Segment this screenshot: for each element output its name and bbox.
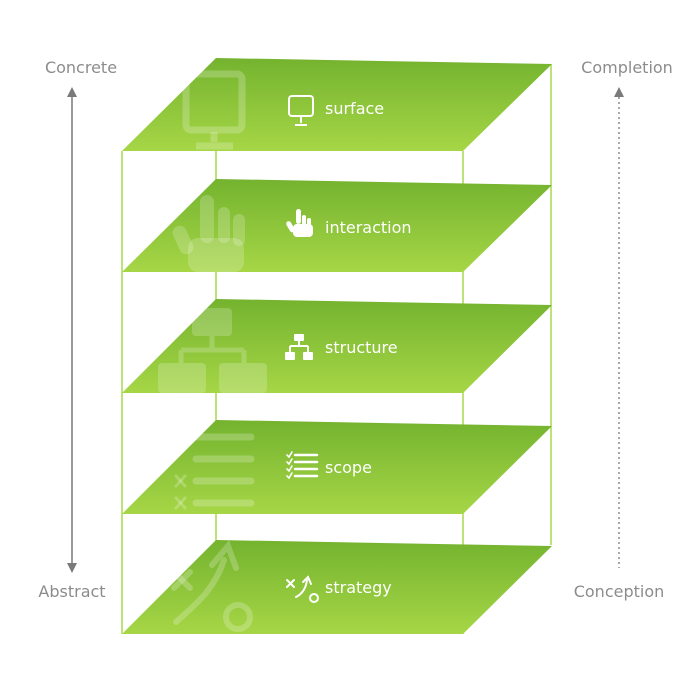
scope-label: scope	[325, 458, 372, 477]
interaction-label: interaction	[325, 218, 412, 237]
checklist-watermark-icon	[174, 433, 255, 510]
strategy-watermark-icon	[171, 540, 253, 632]
checklist-icon	[286, 451, 319, 480]
surface-plane	[122, 58, 552, 151]
monitor-watermark-icon	[182, 70, 246, 150]
conception-label: Conception	[574, 582, 665, 601]
layer-surface: surface	[122, 58, 552, 151]
scope-plane	[122, 420, 552, 514]
structure-label: structure	[325, 338, 398, 357]
layer-structure: structure	[122, 299, 552, 393]
layer-strategy: strategy	[122, 540, 552, 634]
interaction-plane	[122, 179, 552, 272]
hierarchy-icon	[285, 334, 313, 360]
completion-label: Completion	[581, 58, 673, 77]
structure-plane	[122, 299, 552, 393]
surface-label: surface	[325, 99, 384, 118]
hand-watermark-icon	[172, 195, 245, 272]
concrete-label: Concrete	[45, 58, 117, 77]
abstract-label: Abstract	[38, 582, 105, 601]
strategy-label: strategy	[325, 578, 392, 597]
left-axis: Concrete Abstract	[38, 58, 117, 601]
layer-interaction: interaction	[122, 179, 552, 272]
right-axis: Completion Conception	[574, 58, 673, 601]
monitor-icon	[288, 95, 314, 126]
pointing-hand-icon	[286, 209, 313, 237]
layer-scope: scope	[122, 420, 552, 514]
strategy-plane	[122, 540, 552, 634]
hierarchy-watermark-icon	[158, 308, 267, 393]
strategy-play-icon	[286, 575, 319, 603]
